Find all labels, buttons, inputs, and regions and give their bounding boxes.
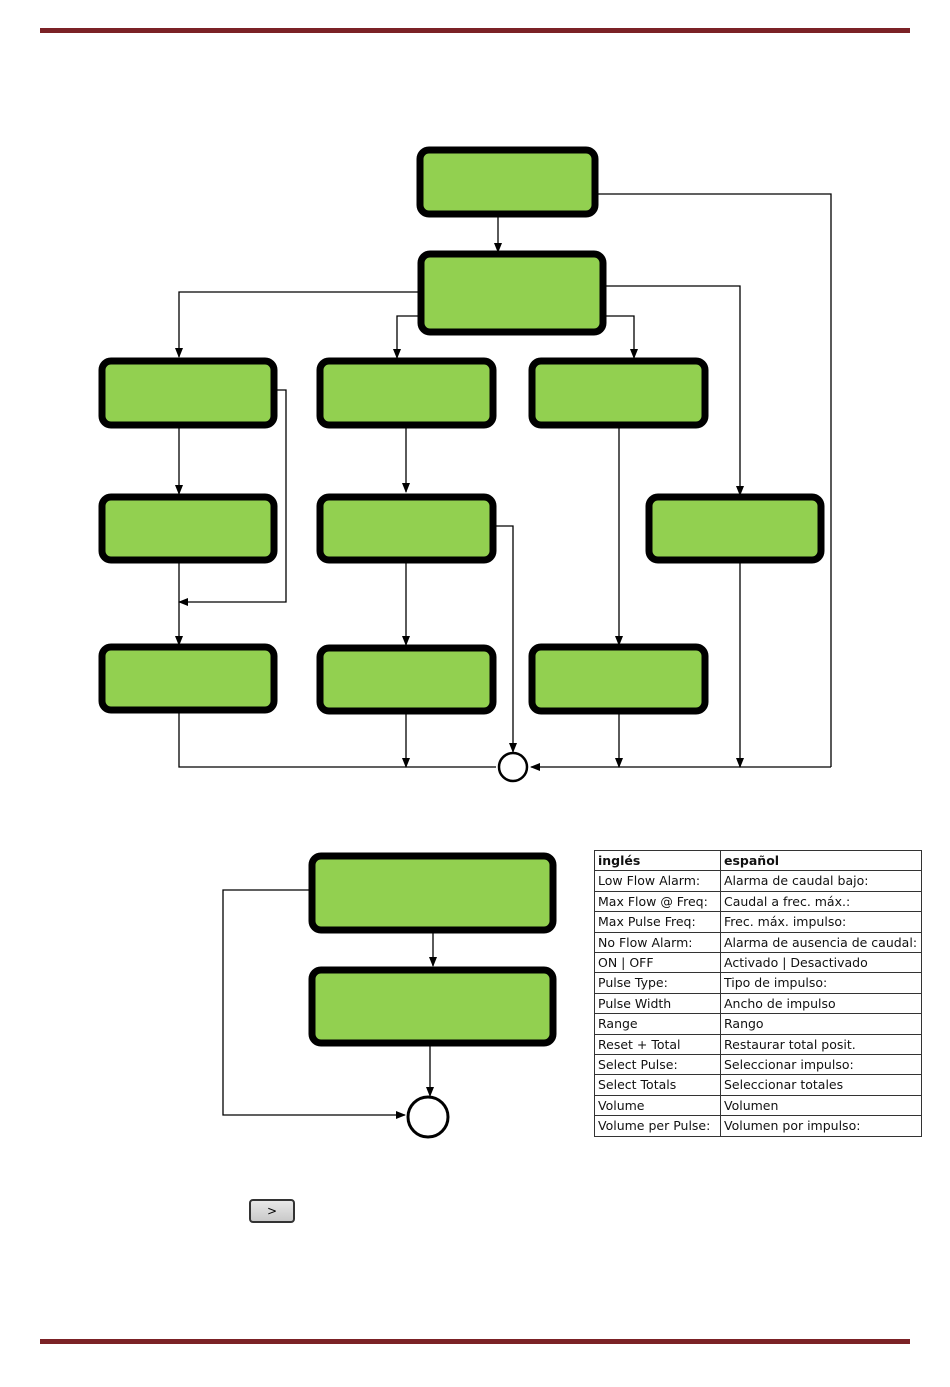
connector (175, 291, 420, 358)
glossary-term-en: Pulse Type: (594, 972, 721, 994)
glossary-term-es: Volumen por impulso: (720, 1115, 922, 1137)
flow-box-left-1 (98, 357, 278, 429)
flow-box-right-1 (528, 357, 709, 429)
glossary-term-en: Max Pulse Freq: (594, 911, 721, 933)
glossary-header-row: inglés español (594, 849, 922, 872)
glossary-term-en: Volume (594, 1094, 721, 1117)
flow-box-menu (417, 250, 607, 336)
glossary-term-en: Reset + Total (594, 1033, 721, 1056)
glossary-header-en: inglés (594, 849, 721, 872)
table-row: Max Flow @ Freq:Caudal a frec. máx.: (594, 890, 922, 913)
connector (222, 889, 406, 1119)
glossary-term-en: ON | OFF (594, 952, 721, 974)
connector (495, 525, 517, 753)
table-row: Select Pulse:Seleccionar impulso: (594, 1054, 922, 1076)
right-arrow-key-icon: > (249, 1199, 295, 1223)
glossary-term-es: Activado | Desactivado (720, 952, 922, 974)
flow-box-top (416, 146, 599, 218)
flow-box-right-3 (528, 643, 709, 715)
connector (178, 389, 287, 606)
glossary-term-es: Frec. máx. impulso: (720, 911, 922, 933)
glossary-term-en: Max Flow @ Freq: (594, 890, 721, 913)
glossary-term-es: Caudal a frec. máx.: (720, 890, 922, 913)
flow-box-left-2 (98, 493, 278, 564)
glossary-term-es: Ancho de impulso (720, 992, 922, 1015)
terminal-circle-upper (497, 751, 529, 783)
flow-box-left-3 (98, 643, 278, 714)
connector (604, 315, 638, 359)
glossary-term-es: Alarma de ausencia de caudal: (720, 931, 922, 954)
connector-lines-lower (222, 889, 437, 1119)
glossary-term-en: Select Pulse: (594, 1054, 721, 1076)
glossary-term-en: Select Totals (594, 1074, 721, 1096)
terminal-circle-lower (406, 1095, 450, 1139)
flow-box-mid-3 (316, 644, 497, 715)
glossary-term-es: Rango (720, 1013, 922, 1035)
glossary-table: inglés español Low Flow Alarm:Alarma de … (594, 849, 922, 1137)
glossary-term-es: Tipo de impulso: (720, 972, 922, 994)
connector (597, 193, 832, 767)
connector (604, 285, 744, 496)
connector (393, 315, 420, 359)
glossary-term-es: Volumen (720, 1094, 922, 1117)
flow-box-mid-1 (316, 357, 497, 429)
table-row: No Flow Alarm:Alarma de ausencia de caud… (594, 931, 922, 954)
glossary-term-en: Volume per Pulse: (594, 1115, 721, 1137)
flow-box-lower-1 (308, 852, 557, 934)
table-row: Volume per Pulse:Volumen por impulso: (594, 1115, 922, 1137)
connector (178, 713, 496, 768)
table-row: Max Pulse Freq:Frec. máx. impulso: (594, 911, 922, 933)
glossary-term-en: No Flow Alarm: (594, 931, 721, 954)
flow-boxes (98, 146, 825, 1047)
glossary-term-es: Seleccionar totales (720, 1074, 922, 1096)
glossary-term-es: Alarma de caudal bajo: (720, 870, 922, 892)
glossary-term-en: Pulse Width (594, 992, 721, 1015)
top-rule (40, 28, 910, 33)
table-row: Low Flow Alarm:Alarma de caudal bajo: (594, 870, 922, 892)
glossary-header-es: español (720, 849, 922, 872)
glossary-term-en: Range (594, 1013, 721, 1035)
glossary-term-es: Restaurar total posit. (720, 1033, 922, 1056)
table-row: Pulse Type:Tipo de impulso: (594, 972, 922, 994)
connector-lines (175, 193, 832, 771)
glossary-term-es: Seleccionar impulso: (720, 1054, 922, 1076)
flow-box-mid-2 (316, 493, 497, 564)
glossary-term-en: Low Flow Alarm: (594, 870, 721, 892)
key-label: > (266, 1204, 278, 1218)
bottom-rule (40, 1339, 910, 1344)
flow-box-lower-2 (308, 966, 557, 1047)
flow-box-far-right (645, 493, 825, 564)
